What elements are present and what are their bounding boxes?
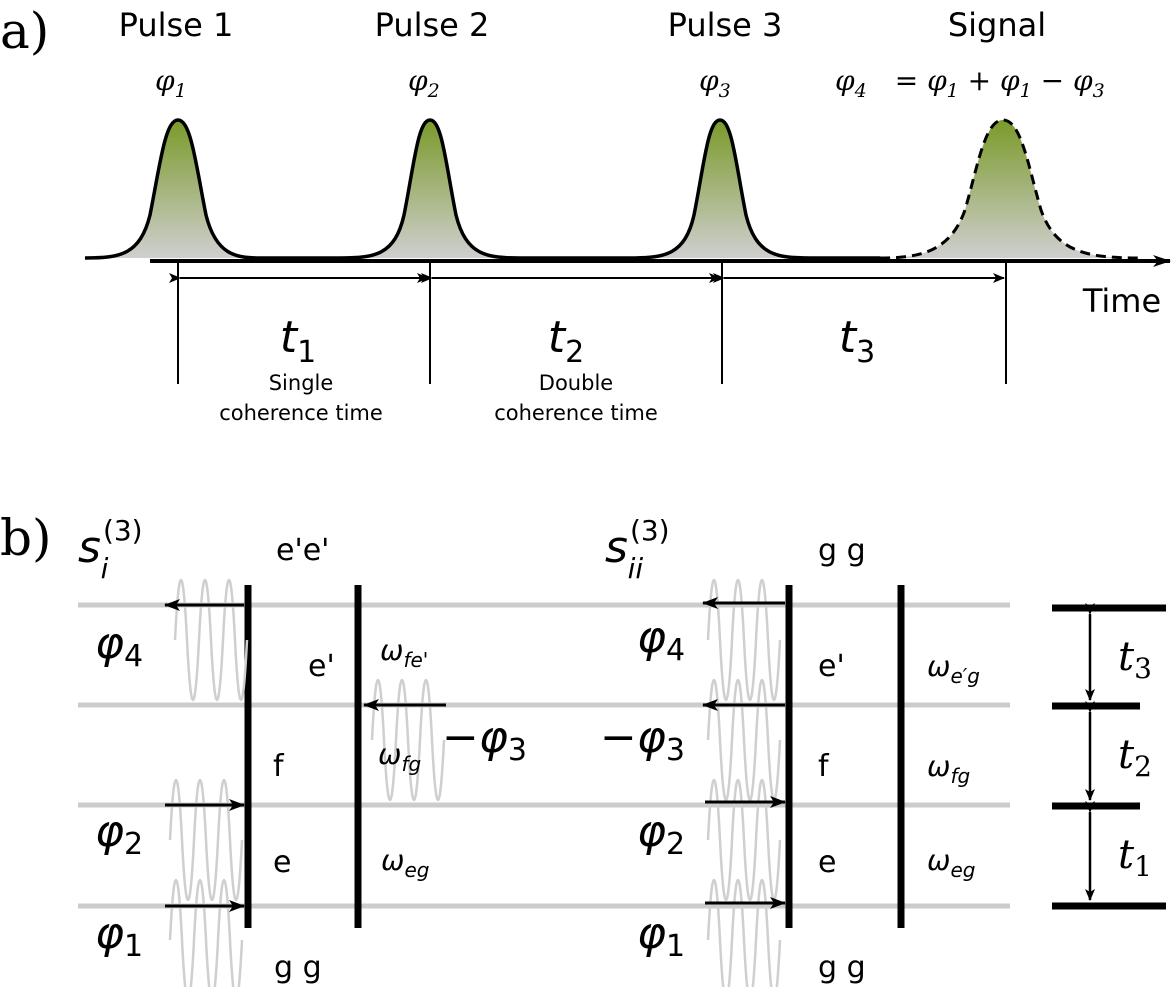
diagram-i-phase-1: φ1: [95, 908, 143, 964]
time-scale: t3 t2 t1: [1052, 603, 1166, 910]
diagram-i-phase-4: φ4: [95, 618, 143, 674]
signal-shape: [880, 120, 1140, 258]
diagram-i-wave-phi1: [168, 879, 244, 987]
diagram-i-freq-eg: ωeg: [381, 844, 429, 882]
interval-t2-label: t2: [548, 312, 584, 370]
pulse-3-title: Pulse 3: [668, 6, 783, 44]
diagram-ii-state-eprime: e': [818, 649, 845, 684]
panel-a: a) Pulse 1 Pulse 2 Pulse 3 Signal φ1 φ2 …: [0, 2, 1171, 425]
diagram-ii-wave-phi3: [706, 679, 782, 801]
diagram-i-phase-3: −φ3: [442, 712, 527, 768]
scale-label-t1: t1: [1118, 832, 1152, 883]
diagram-i-freq-fg: ωfg: [378, 738, 421, 776]
interval-t1-label: t1: [280, 312, 316, 370]
interval-t2-desc-2: coherence time: [494, 401, 658, 425]
interval-t2-desc-1: Double: [539, 371, 613, 395]
diagram-ii-wave-phi2: [706, 779, 782, 901]
diagram-i-wave-phi3: [370, 679, 446, 801]
diagram-ii-freq-fg: ωfg: [927, 750, 970, 788]
pulse-3-phase: φ3: [699, 64, 731, 102]
diagram-i-freq-fe: ωfe': [380, 634, 428, 672]
pulse-envelope-line: [84, 118, 880, 260]
diagram-i-state-eprime: e': [308, 649, 335, 684]
diagram-i-wave-phi4: [173, 579, 249, 701]
pulse-1-shape: [85, 120, 260, 258]
panel-b-label: b): [0, 509, 52, 567]
time-axis-label: Time: [1082, 282, 1161, 320]
diagram-ii-phase-4: φ4: [637, 612, 685, 668]
panel-a-label: a): [0, 2, 49, 60]
signal-title: Signal: [948, 6, 1046, 44]
diagram-i-phase-2: φ2: [95, 806, 143, 862]
diagram-ii-wave-phi1: [706, 879, 782, 987]
signal-envelope-line: [879, 118, 1141, 260]
pulse-2-title: Pulse 2: [375, 6, 490, 44]
diagram-i-title: s(3)i: [78, 514, 143, 585]
diagram-ii-wave-phi4: [706, 579, 782, 701]
diagram-i-wave-phi2: [168, 779, 244, 901]
diagram-i-bottom-state: g g: [274, 950, 322, 985]
pulse-1-phase: φ1: [155, 64, 187, 102]
diagram-i-state-e: e: [273, 845, 291, 880]
diagram-ii-title: s(3)ii: [605, 514, 670, 585]
pulse-2-shape: [340, 120, 520, 258]
diagram-ii-freq-eprimeg: ωe′g: [927, 650, 980, 688]
diagram-ii-top-state: g g: [818, 533, 866, 568]
diagram-i-top-state: e'e': [276, 533, 329, 568]
interval-t1-desc-2: coherence time: [219, 401, 383, 425]
diagram-ii-phase-3: −φ3: [600, 712, 685, 768]
feynman-diagram-ii: s(3)ii g g g g φ4 −φ3 φ2 φ: [600, 514, 980, 987]
diagram-i-state-f: f: [273, 749, 285, 784]
diagram-ii-state-e: e: [818, 845, 836, 880]
feynman-diagram-i: s(3)i e'e' g g φ4 −φ3 φ2: [78, 514, 527, 987]
interval-t1-desc-1: Single: [269, 371, 334, 395]
pulse-2-phase: φ2: [408, 64, 440, 102]
scale-label-t3: t3: [1118, 634, 1152, 685]
diagram-ii-phase-1: φ1: [637, 908, 685, 964]
diagram-ii-freq-eg: ωeg: [927, 844, 975, 882]
pulse-1-title: Pulse 1: [119, 6, 234, 44]
interval-t3-label: t3: [839, 312, 875, 370]
diagram-ii-phase-2: φ2: [637, 806, 685, 862]
signal-phase-equation: φ4= φ1 + φ1 − φ3: [835, 64, 1105, 102]
diagram-ii-state-f: f: [818, 749, 830, 784]
panel-b: b) s(3)i e'e' g g: [0, 509, 1166, 987]
pulse-3-shape: [630, 120, 810, 258]
diagram-ii-bottom-state: g g: [818, 950, 866, 985]
scale-label-t2: t2: [1118, 732, 1152, 783]
